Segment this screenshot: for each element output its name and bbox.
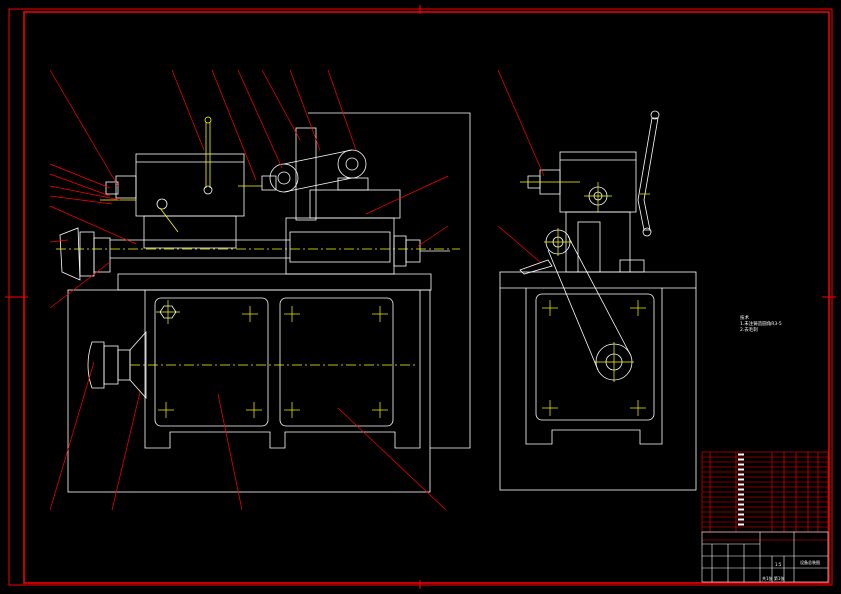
sheet-border [5, 5, 836, 589]
rear-plate [308, 112, 471, 449]
parts-list-cell-mark [738, 453, 744, 456]
parts-list-cells [738, 453, 744, 526]
parts-list-cell-mark [738, 483, 744, 486]
side-centerlines [520, 181, 650, 416]
drawing-scale: 1:5 [775, 562, 782, 567]
parts-list-cell-mark [738, 488, 744, 491]
side-leaders [497, 69, 545, 263]
parts-list [701, 451, 829, 541]
cabinet-door-right [279, 297, 394, 427]
parts-list-cell-mark [738, 508, 744, 511]
front-leaders [49, 69, 449, 511]
chuck [59, 227, 81, 281]
parts-list-cell-mark [738, 458, 744, 461]
parts-list-cell-mark [738, 473, 744, 476]
sheet-count: 共1张 第1张 [762, 575, 784, 581]
parts-list-cell-mark [738, 478, 744, 481]
title-block [701, 531, 829, 583]
parts-list-cell-mark [738, 493, 744, 496]
parts-list-cell-mark [738, 498, 744, 501]
drawing-name: 设备总装图 [800, 559, 820, 565]
parts-list-cell-mark [738, 463, 744, 466]
note-line-2: 1.未注铸造圆角R3-5 [740, 320, 782, 327]
parts-list-cell-mark [738, 518, 744, 521]
note-line-3: 2.去毛刺 [740, 326, 758, 333]
note-line-1: 技术 [740, 314, 749, 321]
parts-list-cell-mark [738, 503, 744, 506]
side-cabinet [525, 288, 663, 445]
technical-notes: 技术 1.未注铸造圆角R3-5 2.去毛刺 [740, 314, 782, 333]
front-centerlines [56, 185, 460, 418]
parts-list-cell-mark [738, 468, 744, 471]
title-block-text: 设备总装图 1:5 共1张 第1张 [762, 559, 820, 581]
cabinet-body [144, 290, 421, 449]
base-motor [87, 341, 105, 389]
parts-list-cell-mark [738, 513, 744, 516]
cabinet-door-left [154, 297, 269, 427]
side-view [499, 110, 697, 491]
front-view [59, 112, 471, 493]
parts-list-cell-mark [738, 523, 744, 526]
